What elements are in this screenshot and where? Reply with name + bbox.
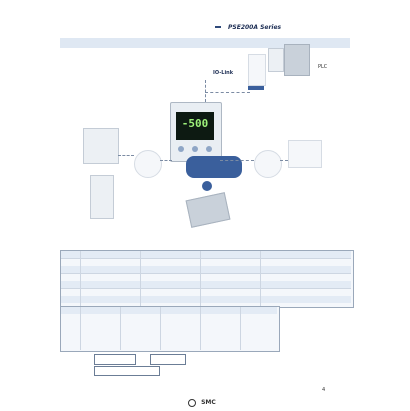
table-header-band-2	[61, 266, 351, 273]
link-sensor-up	[205, 80, 206, 102]
table-col-rule-4	[260, 251, 261, 306]
lower-col-rule-1	[80, 307, 81, 350]
header-series: PSE200A Series	[228, 23, 282, 31]
legend-box-3	[94, 366, 160, 376]
lower-col-rule-3	[160, 307, 161, 350]
pressure-gauge-image	[90, 175, 114, 219]
table-rule-1	[61, 258, 351, 259]
smc-brand: SMC	[201, 399, 216, 406]
page-number: 4	[322, 387, 326, 393]
sensor-device-image	[83, 128, 119, 164]
io-link-hub-image	[185, 192, 231, 228]
waveform-right	[254, 150, 282, 178]
sensor-display	[176, 112, 214, 140]
actuator-image	[288, 140, 322, 168]
table-col-rule-2	[140, 251, 141, 306]
table-header-band-1	[61, 251, 351, 258]
link-left-device	[118, 155, 134, 156]
table-header-band-3	[61, 281, 351, 288]
section-bar	[60, 38, 350, 48]
plc-unit-image	[284, 44, 310, 76]
link-right-device	[280, 160, 288, 161]
link-right-sensor	[220, 160, 254, 161]
lower-col-rule-2	[120, 307, 121, 350]
table-col-rule-1	[80, 251, 81, 306]
arrow-badge-icon	[202, 181, 212, 191]
smc-logo-icon	[188, 398, 196, 407]
legend-box-1	[94, 354, 136, 365]
speech-bubble	[186, 156, 242, 178]
lower-col-rule-5	[240, 307, 241, 350]
display-value: -500	[181, 117, 209, 130]
legend-box-2	[150, 354, 186, 365]
table-col-rule-3	[200, 251, 201, 306]
plc-label: PLC	[318, 64, 328, 70]
cable-connector	[248, 86, 264, 90]
table-rule-3	[61, 288, 351, 289]
lower-col-rule-4	[200, 307, 201, 350]
io-link-logo-label: IO-Link	[213, 70, 234, 76]
table-rule-2	[61, 273, 351, 274]
waveform-left	[134, 150, 162, 178]
lower-table-header-band	[61, 307, 277, 314]
page-header: PSE200A Series	[215, 21, 281, 33]
link-sensor-to-master	[205, 92, 250, 93]
smc-logo: SMC	[188, 392, 216, 407]
table-header-band-4	[61, 296, 351, 303]
sensor-button-mid	[192, 146, 198, 152]
header-tag	[215, 26, 221, 28]
io-link-master-image	[248, 54, 266, 86]
link-left-sensor	[160, 160, 172, 161]
plc-module-image	[268, 48, 284, 72]
sensor-button-right	[206, 146, 212, 152]
sensor-button-left	[178, 146, 184, 152]
